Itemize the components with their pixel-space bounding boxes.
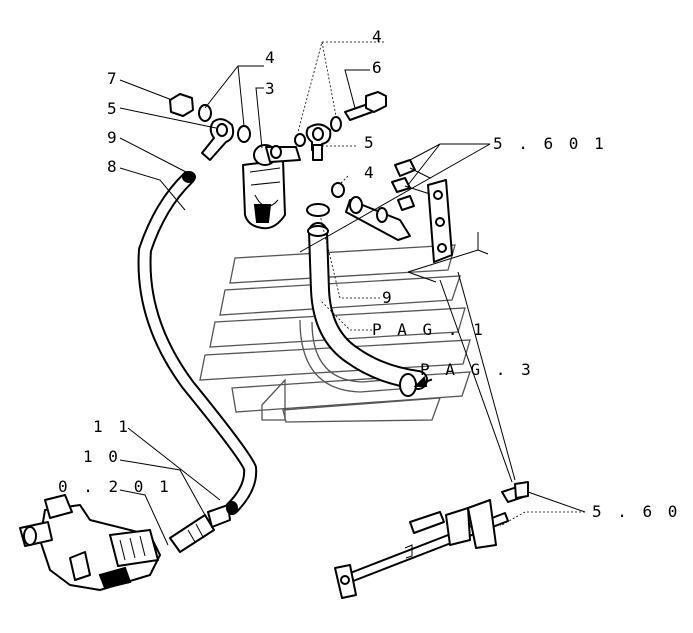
master-cylinder-0-201 [19, 494, 238, 591]
washer-4b [237, 125, 251, 143]
clip-9 [182, 171, 196, 183]
label-5-601-bottom: 5 . 6 0 1 [592, 502, 693, 521]
fluid-reservoir-3 [242, 144, 301, 230]
label-9a: 9 [107, 128, 120, 147]
hose-clamp-9 [306, 203, 330, 217]
pedal-shaft-5-601 [334, 481, 529, 599]
hose-8 [137, 171, 258, 515]
label-pag-3: P A G . 3 [420, 360, 534, 379]
clip-11 [226, 501, 238, 515]
upper-fittings [169, 91, 411, 241]
label-7: 7 [107, 69, 120, 88]
union-5-left [201, 118, 235, 161]
label-10: 1 0 [83, 447, 121, 466]
labels: 7 4 3 4 6 5 5 4 9 8 5 . 6 0 1 9 P A G . … [58, 27, 693, 521]
pedal-bracket-5-601 [391, 159, 489, 283]
label-4b: 4 [372, 27, 385, 46]
label-5b: 5 [364, 133, 377, 152]
leader-lines [119, 41, 586, 546]
label-pag-1: P A G . 1 [372, 320, 486, 339]
label-4a: 4 [265, 48, 278, 67]
label-11: 1 1 [93, 417, 131, 436]
nut-7 [169, 93, 194, 117]
label-3: 3 [265, 79, 278, 98]
label-8: 8 [107, 157, 120, 176]
label-5-601-top: 5 . 6 0 1 [493, 134, 607, 153]
washer-4c [331, 182, 345, 198]
hose-end-10 [169, 514, 215, 553]
label-0-201: 0 . 2 0 1 [58, 477, 172, 496]
label-9b: 9 [382, 288, 395, 307]
hose-9-lower [307, 222, 428, 397]
washer-4a [198, 104, 212, 122]
label-5a: 5 [107, 99, 120, 118]
label-6: 6 [372, 58, 385, 77]
label-4c: 4 [364, 163, 377, 182]
